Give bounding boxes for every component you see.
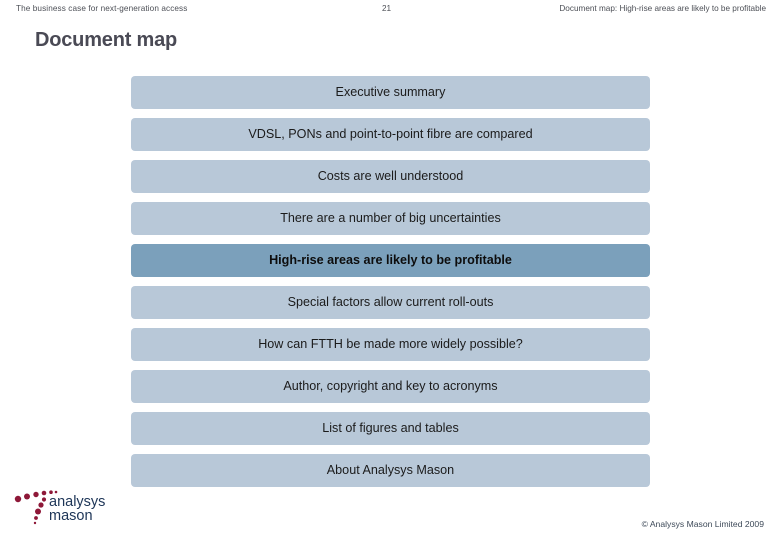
- logo-text-line2: mason: [49, 508, 93, 524]
- document-map-item-label: VDSL, PONs and point-to-point fibre are …: [248, 127, 533, 142]
- document-map-item[interactable]: Costs are well understood: [131, 160, 650, 193]
- page-title: Document map: [35, 29, 178, 51]
- document-map-item-label: There are a number of big uncertainties: [280, 211, 501, 226]
- document-map-item-label: About Analysys Mason: [326, 463, 455, 478]
- document-map-item-label: Costs are well understood: [317, 169, 464, 184]
- document-map-item-label: List of figures and tables: [322, 421, 459, 436]
- header-page-number: 21: [382, 4, 392, 13]
- document-map-item[interactable]: List of figures and tables: [131, 412, 650, 445]
- document-map-item-label: High-rise areas are likely to be profita…: [269, 253, 512, 268]
- document-map-item[interactable]: High-rise areas are likely to be profita…: [131, 244, 650, 277]
- document-map-item-label: Executive summary: [335, 85, 446, 100]
- analysys-mason-logo: analysys mason: [12, 486, 132, 528]
- document-map-item[interactable]: Executive summary: [131, 76, 650, 109]
- document-map-item[interactable]: Author, copyright and key to acronyms: [131, 370, 650, 403]
- slide-header: The business case for next-generation ac…: [0, 0, 780, 22]
- logo-dots-icon: [14, 490, 58, 525]
- document-map-item[interactable]: There are a number of big uncertainties: [131, 202, 650, 235]
- header-section-title: Document map: High-rise areas are likely…: [559, 4, 766, 13]
- header-document-title: The business case for next-generation ac…: [16, 4, 188, 13]
- document-map-item[interactable]: How can FTTH be made more widely possibl…: [131, 328, 650, 361]
- document-map-item-label: Author, copyright and key to acronyms: [283, 379, 498, 394]
- document-map-item[interactable]: Special factors allow current roll-outs: [131, 286, 650, 319]
- copyright-notice: © Analysys Mason Limited 2009: [641, 519, 764, 529]
- logo-text-line1: analysys: [49, 494, 105, 510]
- document-map-item-label: Special factors allow current roll-outs: [287, 295, 494, 310]
- document-map-item[interactable]: About Analysys Mason: [131, 454, 650, 487]
- document-map-item-label: How can FTTH be made more widely possibl…: [258, 337, 523, 352]
- document-map-item[interactable]: VDSL, PONs and point-to-point fibre are …: [131, 118, 650, 151]
